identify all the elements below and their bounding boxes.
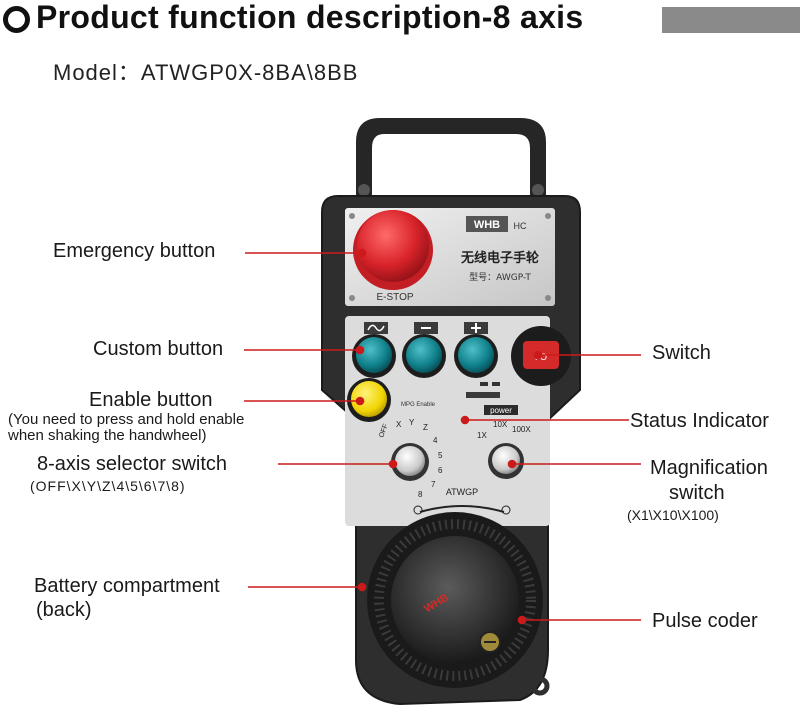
- custom-button-3: [458, 337, 494, 373]
- label-battery-note: (back): [36, 599, 92, 621]
- svg-text:HC: HC: [514, 221, 527, 231]
- svg-text:1X: 1X: [477, 431, 487, 440]
- label-battery: Battery compartment: [34, 575, 220, 597]
- axis-selector-knob: [395, 446, 425, 476]
- svg-text:OFF: OFF: [378, 423, 389, 439]
- mpg-enable-label: MPG Enable: [401, 402, 436, 408]
- label-switch: Switch: [652, 342, 711, 364]
- page-title: Product function description-8 axis: [36, 0, 584, 35]
- svg-text:X: X: [396, 420, 402, 429]
- handwheel-device: E-STOP WHB HC 无线电子手轮 型号：AWGP-T I O MPG E…: [321, 118, 581, 706]
- label-pulse-coder: Pulse coder: [652, 610, 758, 632]
- custom-button-1: [356, 337, 392, 373]
- svg-text:Z: Z: [423, 423, 428, 432]
- estop-label: E-STOP: [376, 292, 413, 303]
- svg-text:100X: 100X: [512, 425, 531, 434]
- label-magnification-note: (X1\X10\X100): [627, 507, 719, 523]
- label-emergency-button: Emergency button: [53, 240, 216, 262]
- svg-text:4: 4: [433, 436, 438, 445]
- plate-model: 型号：AWGP-T: [469, 272, 531, 283]
- label-enable-note-1: (You need to press and hold enable: [8, 411, 245, 428]
- svg-text:6: 6: [438, 466, 443, 475]
- label-magnification-2: switch: [669, 482, 725, 504]
- status-indicator: [466, 392, 500, 398]
- model-label: Model：ATWGP0X-8BA\8BB: [53, 60, 359, 85]
- title-bar: [662, 7, 800, 33]
- label-axis-selector-note: (OFF\X\Y\Z\4\5\6\7\8): [30, 478, 186, 494]
- label-magnification: Magnification: [650, 457, 768, 479]
- label-enable-button: Enable button: [89, 389, 213, 411]
- chinese-title: 无线电子手轮: [460, 250, 539, 266]
- svg-text:7: 7: [431, 480, 436, 489]
- label-axis-selector: 8-axis selector switch: [37, 453, 228, 475]
- svg-text:5: 5: [438, 451, 443, 460]
- label-enable-note-2: when shaking the handwheel): [8, 427, 207, 444]
- enable-button: [351, 381, 387, 417]
- svg-text:8: 8: [418, 490, 423, 499]
- emergency-stop-button: [357, 210, 429, 282]
- custom-button-2: [406, 337, 442, 373]
- label-status-indicator: Status Indicator: [630, 410, 769, 432]
- device-handle: [356, 118, 546, 200]
- power-label: power: [490, 406, 512, 415]
- atwgp-label: ATWGP: [446, 487, 478, 497]
- svg-text:10X: 10X: [493, 420, 508, 429]
- svg-text:Y: Y: [409, 418, 415, 427]
- bullet-ring-icon: [3, 6, 30, 33]
- title-row: Product function description-8 axis: [0, 0, 800, 40]
- label-custom-button: Custom button: [93, 338, 224, 360]
- brand-logo: WHB: [474, 219, 500, 231]
